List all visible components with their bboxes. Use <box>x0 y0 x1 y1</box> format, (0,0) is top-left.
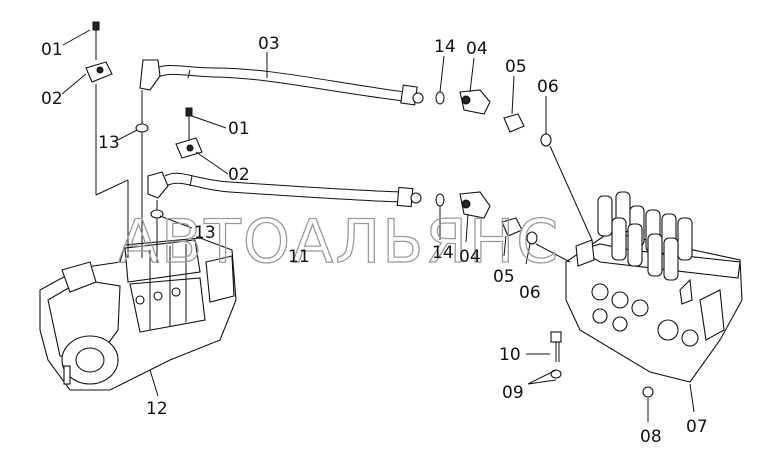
label-13-lower: 13 <box>194 223 216 243</box>
control-valve-07 <box>565 191 743 383</box>
bolt-10 <box>550 331 562 362</box>
label-12: 12 <box>146 399 168 419</box>
label-06-upper: 06 <box>537 77 559 97</box>
label-11: 11 <box>288 247 310 267</box>
label-09: 09 <box>502 383 524 403</box>
label-10: 10 <box>499 345 521 365</box>
o-ring-13-upper <box>135 123 149 133</box>
label-14-lower: 14 <box>432 243 454 263</box>
label-13-upper: 13 <box>98 133 120 153</box>
label-08: 08 <box>640 427 662 447</box>
hose-11 <box>147 171 422 208</box>
label-01-lower: 01 <box>228 119 250 139</box>
label-14-upper: 14 <box>434 37 456 57</box>
label-05-lower: 05 <box>493 267 515 287</box>
fittings-lower <box>435 191 538 245</box>
label-07: 07 <box>686 417 708 437</box>
label-02-lower: 02 <box>228 165 250 185</box>
label-05-upper: 05 <box>505 57 527 77</box>
watermark-text: АВТОАЛЬЯНС <box>118 207 560 277</box>
label-03: 03 <box>258 34 280 54</box>
valve-spools <box>597 191 693 281</box>
label-04-lower: 04 <box>459 247 481 267</box>
flange-02-lower <box>175 107 203 159</box>
label-02-upper: 02 <box>41 89 63 109</box>
label-01-upper: 01 <box>41 40 63 60</box>
part-labels: 01 02 03 14 04 05 06 13 01 02 13 11 14 0… <box>41 34 708 447</box>
leader-lines <box>61 29 695 422</box>
label-04-upper: 04 <box>466 39 488 59</box>
fittings-upper <box>435 89 552 147</box>
nut-08 <box>642 386 654 398</box>
flange-02-upper <box>85 21 113 83</box>
label-06-lower: 06 <box>519 283 541 303</box>
hydraulic-pump-12 <box>39 237 237 391</box>
hose-03 <box>139 59 424 106</box>
